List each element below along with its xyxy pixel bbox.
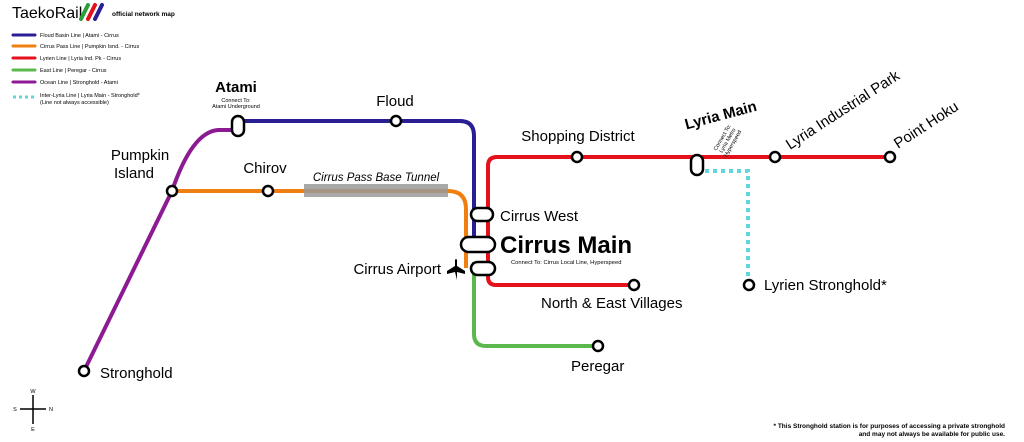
station-atami-connect-1: Connect To:	[221, 98, 251, 104]
airplane-icon	[447, 259, 465, 280]
station-floud[interactable]	[389, 114, 403, 128]
station-stronghold-label: Stronghold	[100, 365, 173, 382]
legend-item-floud: Floud Basin Line | Atami - Cirrus	[40, 33, 119, 39]
footnote-line-2: and may not always be available for publ…	[859, 431, 1005, 438]
logo-stripes	[79, 3, 104, 21]
legend-item-inter-lyria-note: (Line not always accessible)	[40, 100, 109, 106]
station-atami-label: Atami	[215, 79, 257, 96]
legend-item-east: East Line | Peregar - Cirrus	[40, 68, 107, 74]
station-shopping-district-label: Shopping District	[521, 128, 635, 145]
station-cirrus-main-connect: Connect To: Cirrus Local Line, Hyperspee…	[511, 260, 621, 266]
station-north-east-villages[interactable]	[627, 278, 641, 292]
station-lyria-industrial-park[interactable]	[768, 150, 782, 164]
station-cirrus-airport[interactable]	[469, 260, 497, 277]
station-point-hoku[interactable]	[883, 150, 897, 164]
station-lyrien-stronghold[interactable]	[742, 278, 756, 292]
station-pumpkin-island-label-2: Island	[114, 165, 154, 182]
station-point-hoku-label: Point Hoku	[891, 98, 962, 152]
station-peregar-label: Peregar	[571, 358, 624, 375]
station-lyria-main-label: Lyria Main	[683, 98, 759, 133]
station-cirrus-airport-label: Cirrus Airport	[353, 261, 441, 278]
legend-item-cirrus-pass: Cirrus Pass Line | Pumpkin Isnd. - Cirru…	[40, 44, 139, 50]
legend-item-inter-lyria: Inter-Lyria Line | Lyria Main - Strongho…	[40, 93, 141, 99]
station-lyria-industrial-park-label: Lyria Industrial Park	[783, 67, 903, 153]
station-chirov-label: Chirov	[243, 160, 287, 177]
floud-basin-line	[238, 119, 476, 247]
ocean-line	[82, 128, 238, 372]
footnote-line-1: * This Stronghold station is for purpose…	[773, 423, 1005, 430]
station-lyrien-stronghold-label: Lyrien Stronghold*	[764, 277, 887, 294]
east-line	[472, 262, 598, 348]
station-lyria-main[interactable]	[689, 153, 705, 177]
station-shopping-district[interactable]	[570, 150, 584, 164]
station-stronghold[interactable]	[77, 364, 91, 378]
legend-item-ocean: Ocean Line | Stronghold - Atami	[40, 80, 118, 86]
compass-north: W	[30, 389, 36, 395]
compass-east: N	[49, 407, 53, 413]
station-lyria-main-connect: Connect To: Lyria Metro Hyperspeed	[713, 123, 743, 158]
station-peregar[interactable]	[591, 339, 605, 353]
station-chirov[interactable]	[261, 184, 275, 198]
station-floud-label: Floud	[376, 93, 414, 110]
compass-west: S	[13, 407, 17, 413]
compass-icon: W E S N	[13, 389, 53, 433]
brand-title: TaekoRail	[12, 5, 82, 22]
station-cirrus-main-label: Cirrus Main	[500, 232, 632, 259]
station-pumpkin-island[interactable]	[165, 184, 179, 198]
station-pumpkin-island-label-1: Pumpkin	[111, 147, 169, 164]
station-atami[interactable]	[230, 114, 246, 138]
legend-item-lyrien: Lyrien Line | Lyria Ind. Pk - Cirrus	[40, 56, 121, 62]
inter-lyria-line	[705, 169, 750, 284]
station-cirrus-west-label: Cirrus West	[500, 208, 579, 225]
tunnel-label: Cirrus Pass Base Tunnel	[313, 172, 440, 184]
base-tunnel	[304, 184, 448, 197]
compass-south: E	[31, 427, 35, 433]
station-north-east-villages-label: North & East Villages	[541, 295, 682, 312]
station-cirrus-west[interactable]	[469, 206, 495, 223]
brand-subtitle: official network map	[112, 11, 175, 18]
cirrus-pass-line	[172, 189, 468, 268]
station-cirrus-main[interactable]	[459, 235, 497, 254]
legend: Floud Basin Line | Atami - Cirrus Cirrus…	[11, 33, 141, 106]
station-atami-connect-2: Atami Underground	[212, 104, 260, 110]
